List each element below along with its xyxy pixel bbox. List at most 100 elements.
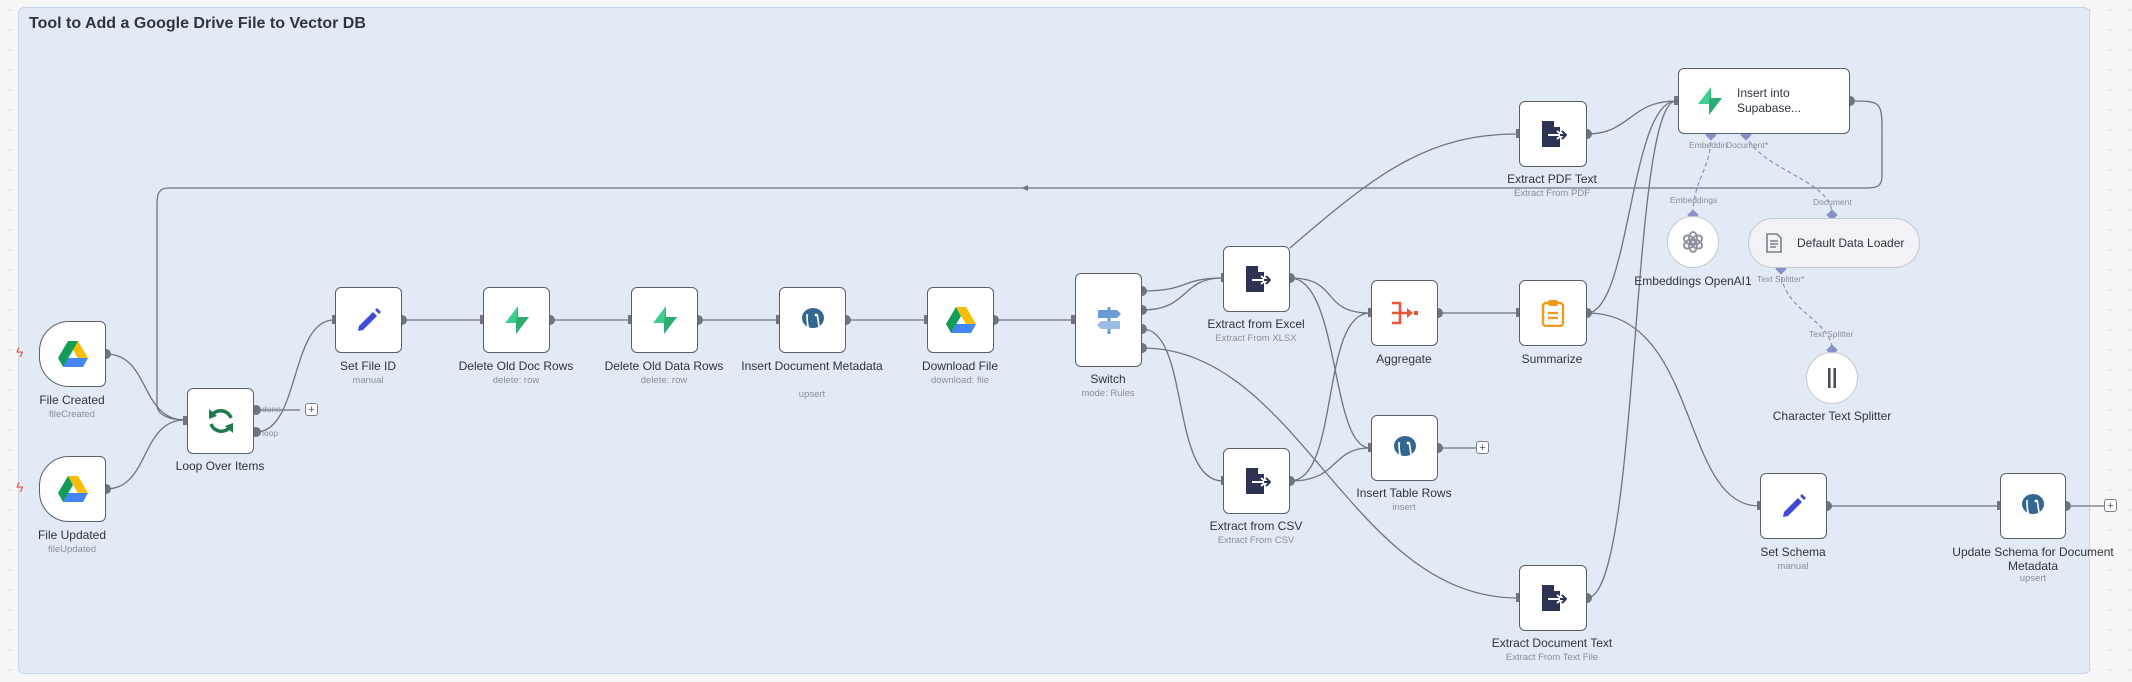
node-subtitle: upsert [798,389,826,400]
node-subtitle: manual [1777,561,1809,572]
workflow-title: Tool to Add a Google Drive File to Vecto… [29,15,366,32]
wire-loop-to-set-file-id [255,319,335,433]
node-update-schema[interactable] [2000,473,2066,539]
node-aggregate[interactable] [1371,280,1438,346]
postgres-elephant-icon [801,308,824,333]
node-label: Download File [921,359,999,373]
node-label: Aggregate [1376,352,1432,366]
pencil-icon [1782,494,1806,517]
port-label-embedding: Embeddin [1689,140,1728,150]
wire-doctext-to-supabase [1586,100,1677,599]
supabase-bolt-icon [652,306,677,334]
node-embeddings-openai[interactable] [1667,216,1719,268]
node-subtitle: Extract From Text File [1505,652,1599,663]
postgres-elephant-icon [2022,494,2044,519]
node-label: Summarize [1521,352,1583,366]
port-label-done: done [262,404,281,414]
node-label: Insert Document Metadata [741,359,883,373]
node-insert-document-metadata[interactable] [779,287,846,353]
node-switch[interactable] [1075,273,1142,367]
node-label: Character Text Splitter [1772,409,1892,423]
node-subtitle: delete: row [492,375,540,386]
node-subtitle: insert [1392,502,1416,513]
node-label: File Created [39,393,105,407]
google-drive-icon [945,307,976,333]
node-subtitle: mode: Rules [1081,388,1135,399]
node-subtitle: Extract From XLSX [1215,333,1297,344]
wire-switch-out2-to-csv [1141,328,1224,482]
document-icon [1766,233,1782,253]
wire-switch-out1-to-excel [1141,277,1224,311]
node-subtitle: fileUpdated [47,544,97,555]
splitter-icon [1828,368,1836,388]
node-file-updated[interactable] [39,456,106,522]
node-subtitle: Extract From PDF [1513,188,1590,199]
add-node-plus-icon[interactable]: + [2104,499,2117,512]
node-label: Set Schema [1760,545,1826,559]
port-label-document: Document [1813,197,1852,207]
openai-icon [1683,231,1703,253]
wire-summarize-to-supabase [1586,100,1677,314]
wire-csv-to-aggregate [1289,312,1371,482]
google-drive-icon [57,341,88,367]
node-summarize[interactable] [1519,280,1587,346]
node-label: Insert Table Rows [1356,486,1452,500]
node-label: Switch [1090,372,1126,386]
supabase-bolt-icon [504,306,529,334]
wire-supabase-loop-back [156,100,1883,421]
node-insert-into-supabase[interactable]: Insert into Supabase... [1678,68,1850,134]
trigger-lightning-icon: ϟ [16,479,24,495]
node-label: Extract PDF Text [1507,172,1597,186]
node-label: Delete Old Doc Rows [458,359,574,373]
node-label: File Updated [37,528,107,542]
node-delete-old-doc-rows[interactable] [483,287,550,353]
node-extract-pdf-text[interactable] [1519,101,1587,167]
add-node-plus-icon[interactable]: + [305,403,318,416]
node-label: Embeddings OpenAI1 [1634,274,1752,288]
node-subtitle: delete: row [640,375,688,386]
subwire-embeddings [1692,134,1712,215]
node-label: Delete Old Data Rows [604,359,724,373]
node-label: Default Data Loader [1797,236,1905,250]
node-character-text-splitter[interactable] [1806,352,1858,404]
file-export-icon [1245,468,1271,494]
wire-excel-to-pdf [1289,133,1519,249]
node-download-file[interactable] [927,287,994,353]
subwire-document [1745,134,1833,215]
node-set-schema[interactable] [1760,473,1827,539]
file-export-icon [1542,121,1567,147]
node-set-file-id[interactable] [335,287,402,353]
port-label-text-splitter: Text Splitter* [1757,274,1805,284]
signpost-icon [1096,307,1121,334]
add-node-plus-icon[interactable]: + [1476,441,1489,454]
node-file-created[interactable] [39,321,106,387]
node-default-data-loader[interactable]: Default Data Loader [1748,218,1920,268]
node-subtitle: fileCreated [49,409,95,420]
node-delete-old-data-rows[interactable] [631,287,698,353]
port-label-document: Document* [1726,140,1769,150]
node-insert-table-rows[interactable] [1371,415,1438,481]
node-subtitle: download: file [930,375,990,386]
wire-summarize-to-set-schema [1586,312,1760,507]
node-loop-over-items[interactable] [187,388,254,454]
node-label: Loop Over Items [175,459,265,473]
aggregate-icon [1391,301,1418,325]
trigger-lightning-icon: ϟ [16,344,24,360]
wire-switch-out0-to-excel [1141,277,1224,292]
pencil-icon [357,308,381,331]
node-extract-from-csv[interactable] [1223,448,1290,514]
node-subtitle: manual [352,375,384,386]
postgres-elephant-icon [1393,436,1416,461]
wire-excel-to-table-rows [1289,277,1371,449]
port-label-loop: loop [262,428,279,438]
port-label-text-splitter: Text Splitter [1809,329,1854,339]
wire-csv-to-table-rows [1289,447,1371,482]
node-extract-document-text[interactable] [1519,565,1587,631]
file-export-icon [1245,266,1271,292]
node-label: Update Schema for Document Metadata [1952,545,2114,573]
supabase-bolt-icon [1698,87,1722,115]
file-export-icon [1542,585,1567,611]
node-extract-from-excel[interactable] [1223,246,1290,312]
